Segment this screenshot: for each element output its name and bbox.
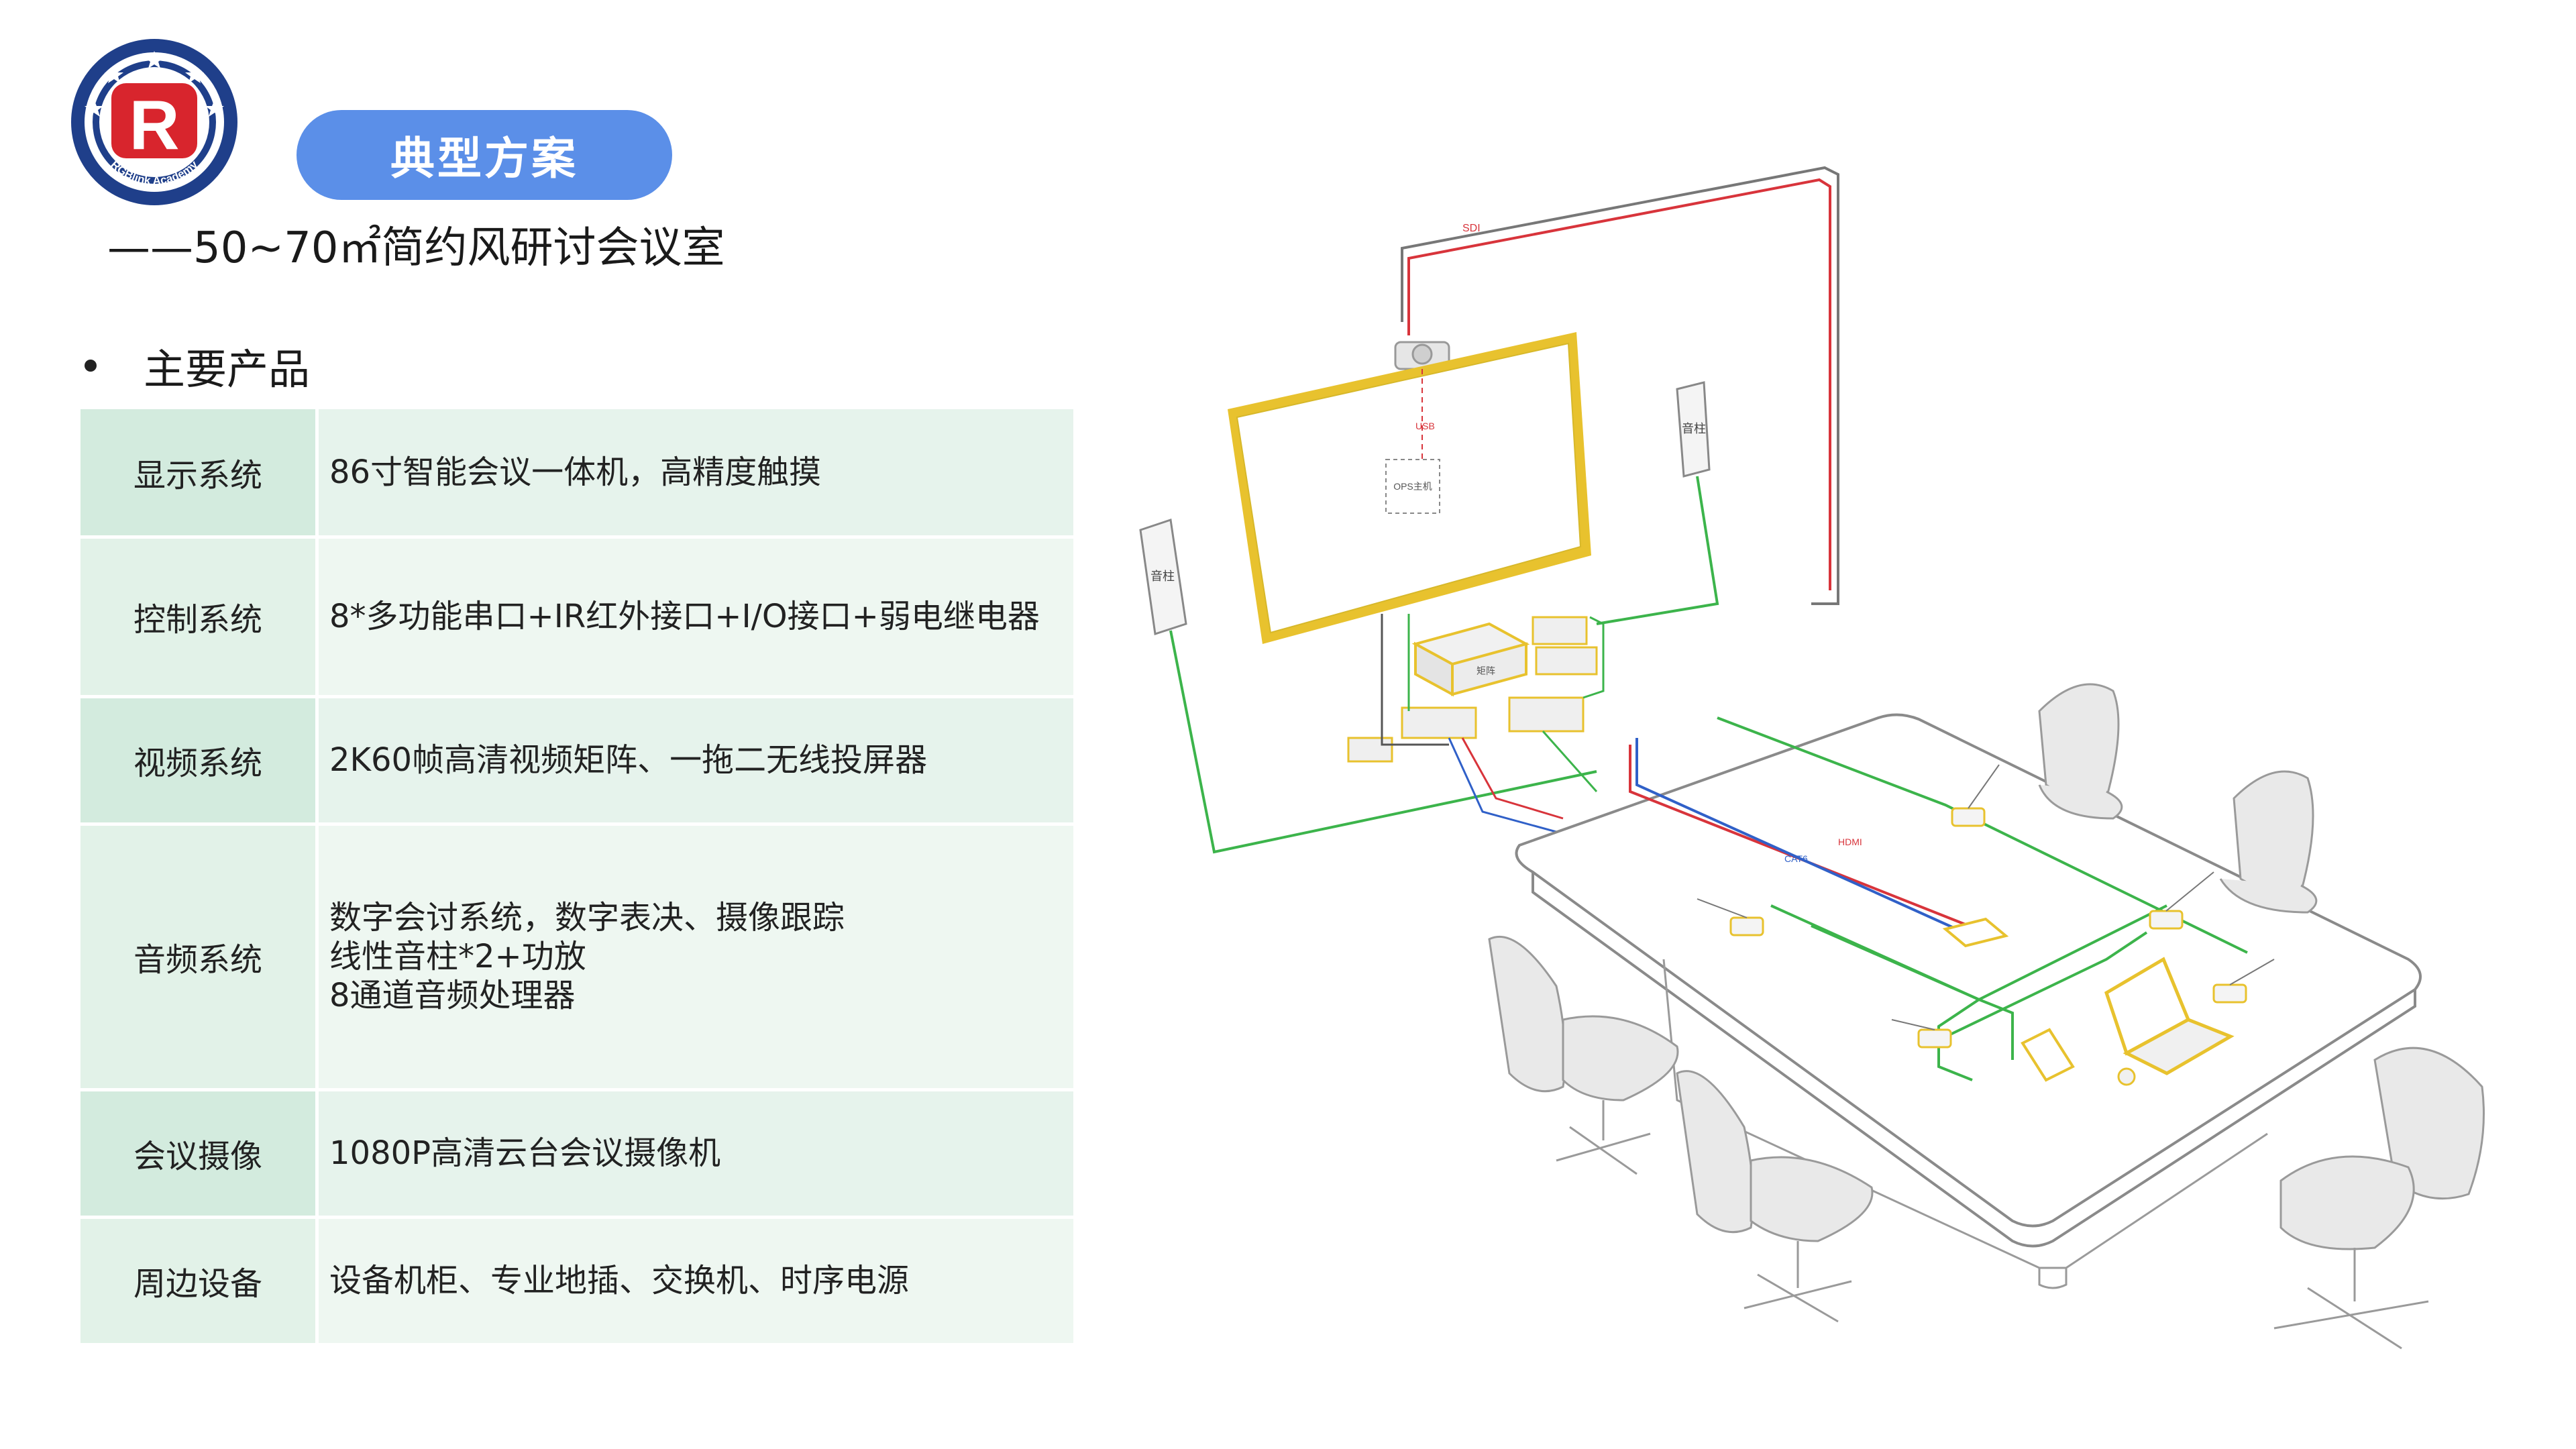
wireless-receiver-icon [1347,737,1393,763]
row-category: 显示系统 [80,409,319,539]
floor-box-icon [1942,917,2009,948]
logo-letter: R [129,87,179,164]
matrix-label: 矩阵 [1477,665,1495,676]
laptop-icon [2104,957,2235,1075]
office-chair-icon [2219,770,2318,914]
row-description: 86寸智能会议一体机，高精度触摸 [317,409,1073,539]
row-category: 音频系统 [80,824,319,1091]
speaker-column-right-icon: 音柱 [1676,381,1711,478]
section-heading-text: 主要产品 [144,345,311,394]
row-description: 8*多功能串口+IR红外接口+I/O接口+弱电继电器 [317,537,1073,698]
office-chair-icon [1676,1070,1874,1323]
microphone-unit-icon [2149,871,2214,930]
audio-processor-icon [1535,646,1598,676]
sdi-label: SDI [1462,223,1481,234]
row-description: 2K60帧高清视频矩阵、一拖二无线投屏器 [317,696,1073,826]
table-button-icon [2117,1067,2136,1086]
wireless-presentation-button-icon [2021,1028,2075,1082]
desc-line: 设备机柜、专业地插、交换机、时序电源 [329,1262,910,1299]
solution-badge-label: 典型方案 [390,133,578,184]
table-row: 显示系统 86寸智能会议一体机，高精度触摸 [80,409,1073,539]
desc-line: 1080P高清云台会议摄像机 [329,1134,721,1172]
section-heading: 主要产品 [80,335,310,396]
page-subtitle: ——50~70㎡简约风研讨会议室 [107,223,725,273]
row-category: 视频系统 [80,696,319,826]
row-description: 数字会讨系统，数字表决、摄像跟踪 线性音柱*2+功放 8通道音频处理器 [317,824,1073,1091]
solution-badge: 典型方案 [297,110,672,200]
row-category: 会议摄像 [80,1089,319,1219]
speaker-right-label: 音柱 [1682,422,1706,435]
desc-line: 数字会讨系统，数字表决、摄像跟踪 [329,899,845,936]
usb-label: USB [1415,421,1435,431]
microphone-unit-icon [1891,1019,1952,1049]
office-chair-icon [1488,935,1679,1175]
row-description: 1080P高清云台会议摄像机 [317,1089,1073,1219]
row-category: 周边设备 [80,1217,319,1346]
bullet-dot-icon [85,360,97,372]
microphone-unit-icon [2212,959,2275,1004]
row-description: 设备机柜、专业地插、交换机、时序电源 [317,1217,1073,1346]
interactive-display-icon [1228,332,1591,644]
row-category: 控制系统 [80,537,319,698]
speaker-left-label: 音柱 [1150,570,1175,583]
table-row: 视频系统 2K60帧高清视频矩阵、一拖二无线投屏器 [80,696,1073,826]
table-row: 会议摄像 1080P高清云台会议摄像机 [80,1089,1073,1219]
table-row: 音频系统 数字会讨系统，数字表决、摄像跟踪 线性音柱*2+功放 8通道音频处理器 [80,824,1073,1091]
office-chair-icon [2038,683,2123,820]
rgblink-academy-logo: R RGBlink Academy [71,39,237,205]
video-matrix-icon: 矩阵 [1411,622,1530,697]
hdmi-label: HDMI [1838,837,1862,847]
ops-module-icon: OPS主机 [1385,459,1440,514]
conference-room-illustration: SDI USB OPS主机 音柱 音柱 矩阵 [1139,166,2485,1350]
desc-line: 线性音柱*2+功放 [329,938,586,975]
table-row: 周边设备 设备机柜、专业地插、交换机、时序电源 [80,1217,1073,1346]
product-table: 显示系统 86寸智能会议一体机，高精度触摸 控制系统 8*多功能串口+IR红外接… [80,409,1073,1346]
control-host-icon [1532,616,1588,645]
ptz-camera-icon [1394,341,1450,370]
desc-line: 8*多功能串口+IR红外接口+I/O接口+弱电继电器 [329,598,1040,635]
conference-host-icon [1508,696,1585,733]
desc-line: 2K60帧高清视频矩阵、一拖二无线投屏器 [329,741,928,779]
cat6-label: CAT6 [1784,853,1808,864]
desc-line: 86寸智能会议一体机，高精度触摸 [329,453,822,491]
conference-table-icon [1515,713,2422,1289]
switch-icon [1401,706,1477,739]
desc-line: 8通道音频处理器 [329,977,576,1014]
microphone-unit-icon [1697,898,1764,936]
speaker-column-left-icon: 音柱 [1139,519,1187,635]
office-chair-icon [2273,1046,2485,1350]
ops-label: OPS主机 [1393,481,1432,492]
microphone-unit-icon [1951,764,2000,827]
table-row: 控制系统 8*多功能串口+IR红外接口+I/O接口+弱电继电器 [80,537,1073,698]
